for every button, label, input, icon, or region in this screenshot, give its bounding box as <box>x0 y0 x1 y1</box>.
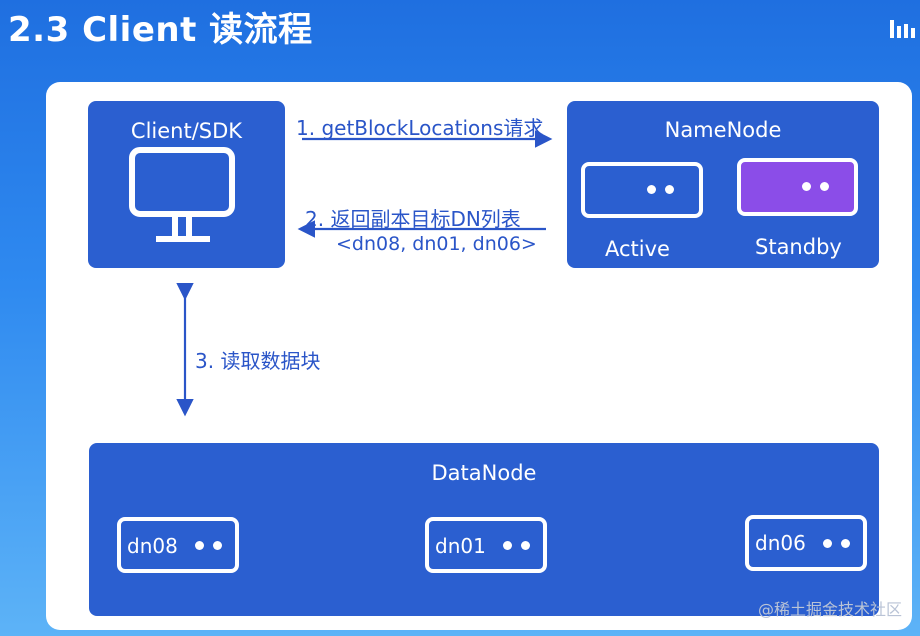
step1-label: 1. getBlockLocations请求 <box>296 116 544 140</box>
step2-label: 2. 返回副本目标DN列表 <box>305 207 521 231</box>
dn01-server: dn01 <box>425 517 547 573</box>
namenode-label: NameNode <box>664 118 782 142</box>
step3-label: 3. 读取数据块 <box>195 349 321 373</box>
step2-dn-list: <dn08, dn01, dn06> <box>336 233 537 255</box>
dn08-label: dn08 <box>127 534 178 558</box>
standby-label: Standby <box>755 235 842 259</box>
standby-server-icon <box>737 158 858 216</box>
dn08-server: dn08 <box>117 517 239 573</box>
namenode-box: NameNode Active Standby <box>567 101 879 268</box>
active-label: Active <box>605 237 670 261</box>
client-sdk-label: Client/SDK <box>130 119 243 143</box>
client-sdk-box: Client/SDK <box>88 101 285 268</box>
dn06-label: dn06 <box>755 531 806 555</box>
dn01-label: dn01 <box>435 534 486 558</box>
brand-logo-icon <box>890 20 915 38</box>
active-server-icon <box>581 162 703 218</box>
watermark: @稀土掘金技术社区 <box>757 600 902 619</box>
slide-title: 2.3 Client 读流程 <box>8 10 313 50</box>
dn06-server: dn06 <box>745 515 867 571</box>
datanode-box: DataNode dn08 dn01 dn06 <box>89 443 879 616</box>
datanode-label: DataNode <box>431 461 537 485</box>
monitor-icon <box>129 147 235 242</box>
